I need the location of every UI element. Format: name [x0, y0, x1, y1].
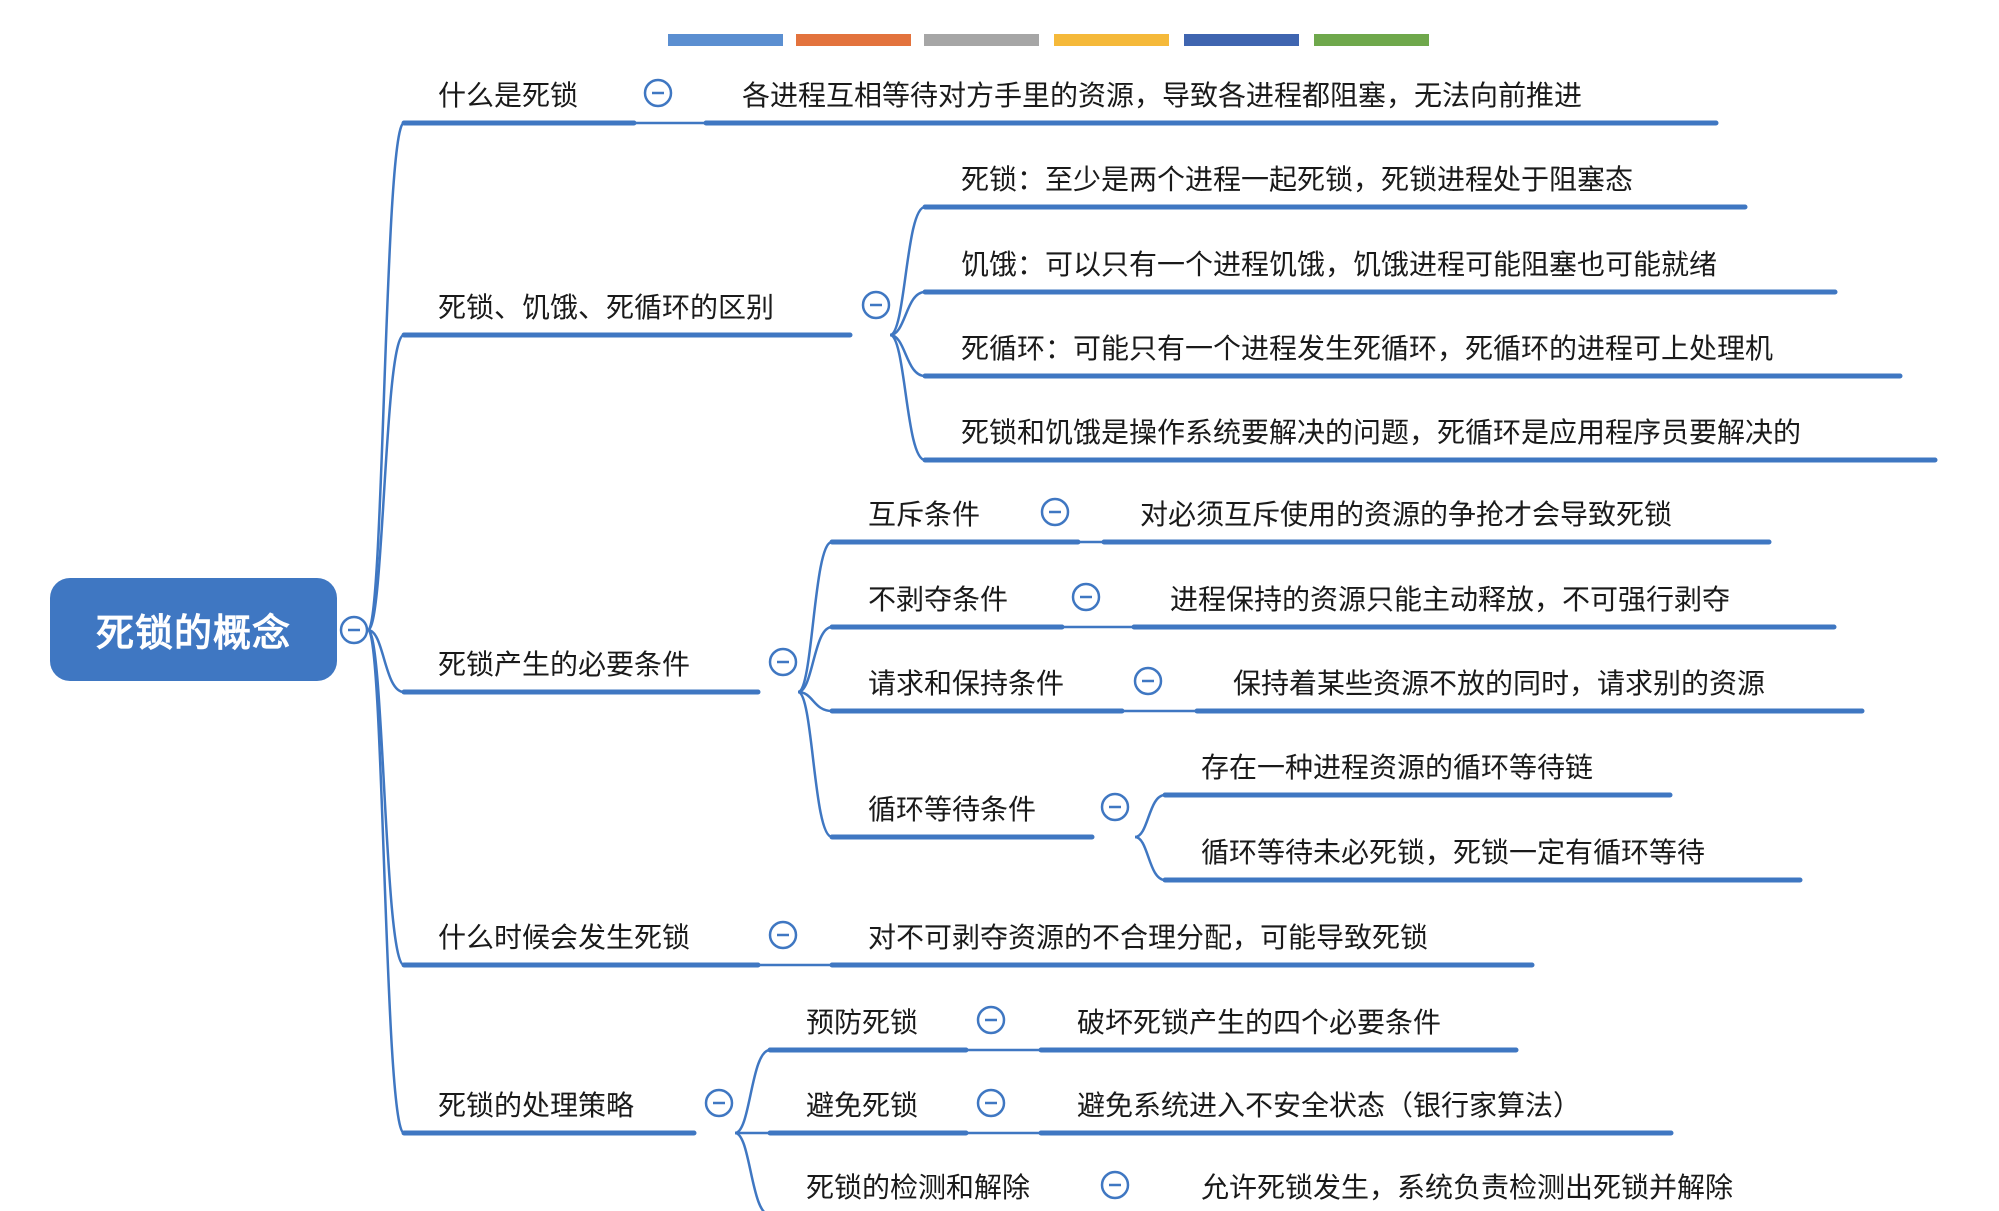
leaf-label[interactable]: 死锁和饥饿是操作系统要解决的问题，死循环是应用程序员要解决的	[961, 416, 1802, 449]
child-connector	[734, 1048, 771, 1135]
branch-collapse-icon[interactable]	[704, 1088, 734, 1118]
leaf-label[interactable]: 死锁：至少是两个进程一起死锁，死锁进程处于阻塞态	[961, 163, 1634, 196]
leaf-connector	[1134, 793, 1166, 839]
root-node[interactable]: 死锁的概念	[50, 578, 337, 681]
child-connector	[797, 690, 833, 839]
leaf-label[interactable]: 饥饿：可以只有一个进程饥饿，饥饿进程可能阻塞也可能就绪	[961, 248, 1718, 281]
leaf-label[interactable]: 保持着某些资源不放的同时，请求别的资源	[1233, 667, 1766, 700]
branch-label[interactable]: 死锁产生的必要条件	[438, 648, 691, 681]
leaf-label[interactable]: 各进程互相等待对方手里的资源，导致各进程都阻塞，无法向前推进	[742, 79, 1583, 112]
sub-branch-collapse-icon[interactable]	[1133, 666, 1163, 696]
color-palette-bar	[668, 34, 1429, 46]
sub-branch-label[interactable]: 不剥夺条件	[868, 583, 1009, 616]
palette-swatch	[1314, 34, 1429, 46]
branch-label[interactable]: 什么时候会发生死锁	[438, 921, 691, 954]
branch-label[interactable]: 死锁的处理策略	[438, 1089, 635, 1122]
child-connector	[797, 625, 833, 694]
palette-swatch	[796, 34, 911, 46]
leaf-label[interactable]: 循环等待未必死锁，死锁一定有循环等待	[1201, 836, 1706, 869]
sub-branch-label[interactable]: 预防死锁	[806, 1006, 919, 1039]
child-connector	[889, 333, 926, 462]
child-connector	[889, 205, 926, 337]
sub-branch-collapse-icon[interactable]	[1100, 1170, 1130, 1200]
leaf-label[interactable]: 避免系统进入不安全状态（银行家算法）	[1077, 1089, 1582, 1122]
sub-branch-label[interactable]: 请求和保持条件	[868, 667, 1065, 700]
leaf-label[interactable]: 对不可剥夺资源的不合理分配，可能导致死锁	[868, 921, 1429, 954]
sub-branch-collapse-icon[interactable]	[1071, 582, 1101, 612]
sub-branch-label[interactable]: 死锁的检测和解除	[806, 1171, 1031, 1204]
child-connector	[889, 290, 926, 337]
branch-collapse-icon[interactable]	[643, 78, 673, 108]
child-connector	[797, 690, 833, 713]
sub-branch-label[interactable]: 互斥条件	[868, 498, 981, 531]
leaf-label[interactable]: 对必须互斥使用的资源的争抢才会导致死锁	[1140, 498, 1673, 531]
palette-swatch	[924, 34, 1039, 46]
palette-swatch	[1054, 34, 1169, 46]
sub-branch-collapse-icon[interactable]	[1100, 792, 1130, 822]
root-collapse-icon[interactable]	[339, 615, 369, 645]
branch-connector	[366, 333, 406, 632]
leaf-label[interactable]: 进程保持的资源只能主动释放，不可强行剥夺	[1170, 583, 1731, 616]
sub-branch-collapse-icon[interactable]	[976, 1088, 1006, 1118]
child-connector	[734, 1131, 766, 1211]
sub-branch-collapse-icon[interactable]	[976, 1005, 1006, 1035]
branch-collapse-icon[interactable]	[768, 647, 798, 677]
leaf-label[interactable]: 允许死锁发生，系统负责检测出死锁并解除	[1201, 1171, 1734, 1204]
leaf-label[interactable]: 死循环：可能只有一个进程发生死循环，死循环的进程可上处理机	[961, 332, 1774, 365]
branch-label[interactable]: 什么是死锁	[438, 79, 579, 112]
palette-swatch	[668, 34, 783, 46]
branch-collapse-icon[interactable]	[861, 290, 891, 320]
branch-connector	[367, 628, 405, 694]
branch-label[interactable]: 死锁、饥饿、死循环的区别	[438, 291, 775, 324]
sub-branch-label[interactable]: 避免死锁	[806, 1089, 919, 1122]
leaf-label[interactable]: 存在一种进程资源的循环等待链	[1201, 751, 1594, 784]
branch-connector	[366, 121, 406, 632]
sub-branch-label[interactable]: 循环等待条件	[868, 793, 1037, 826]
palette-swatch	[1184, 34, 1299, 46]
child-connector	[797, 540, 833, 694]
leaf-label[interactable]: 破坏死锁产生的四个必要条件	[1077, 1006, 1442, 1039]
sub-branch-collapse-icon[interactable]	[1040, 497, 1070, 527]
root-node-label: 死锁的概念	[95, 611, 291, 655]
leaf-connector	[1134, 835, 1166, 882]
branch-connector	[366, 628, 406, 1135]
branch-collapse-icon[interactable]	[768, 920, 798, 950]
